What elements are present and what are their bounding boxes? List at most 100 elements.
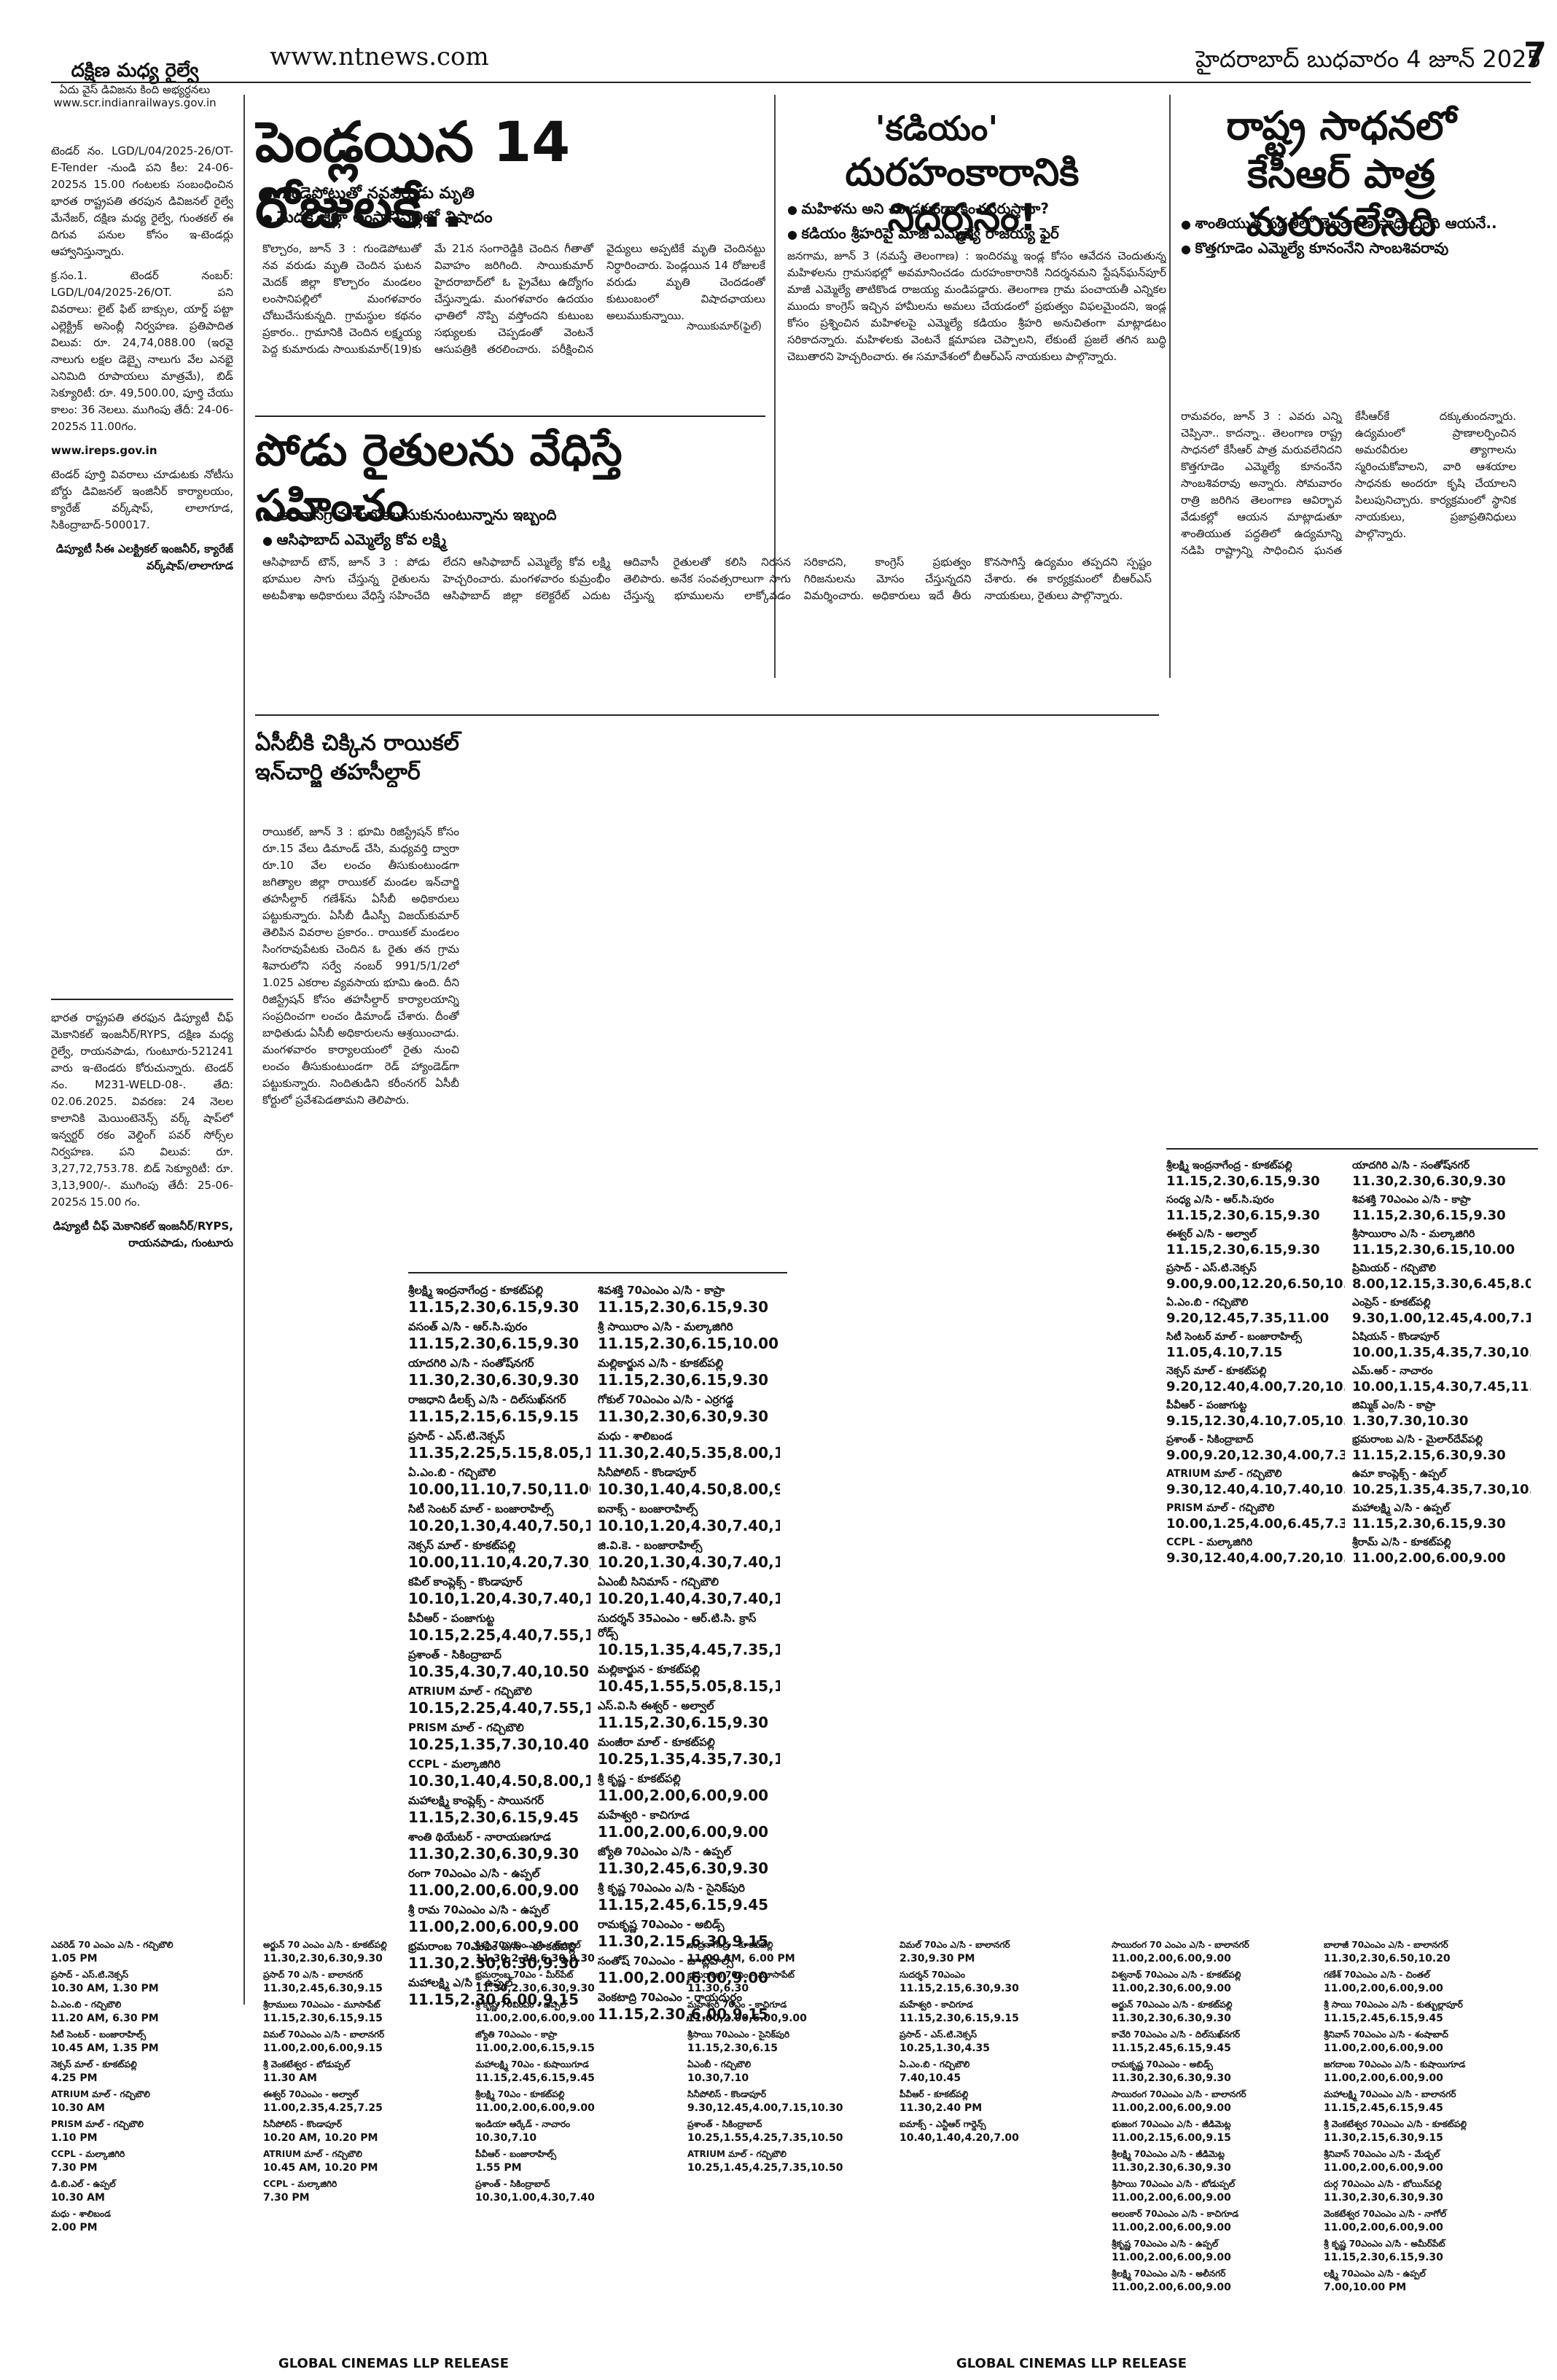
- listing-theatre: ప్రశాంత్ - సికింద్రాబాద్: [408, 1648, 502, 1661]
- listing-theatre: శ్రీ సాయి 70ఎంఎం ఎ/సి - కుత్బుల్లాపూర్: [1324, 1999, 1463, 2010]
- listing-showtimes: 11.15,2.45,6.15,9.45: [1112, 2042, 1231, 2054]
- listing-entry: శ్రీనివాస్ 70ఎంఎం ఎ/సి - శంషాబాద్11.00,2…: [1324, 2029, 1529, 2056]
- listing-theatre: PRISM మాల్ - గచ్చిబౌలి: [1166, 1502, 1275, 1514]
- tender-web[interactable]: www.ireps.gov.in: [51, 444, 157, 457]
- listing-entry: సుదర్శన్ 35ఎంఎం - ఆర్.టి.సి. క్రాస్ రోడ్…: [598, 1611, 780, 1659]
- listing-theatre: ఐనాక్స్ - బంజారాహిల్స్: [598, 1502, 698, 1515]
- listing-showtimes: 10.15,2.25,4.40,7.55,11.00: [408, 1699, 590, 1717]
- listing-entry: పీవీఆర్ - కూకట్‌పల్లి11.30,2.40 PM: [900, 2088, 1104, 2115]
- listing-entry: సిటీ సెంటర్ - బంజారాహిల్స్10.45 AM, 1.35…: [51, 2029, 256, 2056]
- listing-theatre: జగదాంబ 70ఎంఎం ఎ/సి - కుషాయిగూడ: [1324, 2059, 1466, 2069]
- listing-showtimes: 10.35,4.30,7.40,10.50: [408, 1663, 590, 1680]
- listing-showtimes: 2.30,9.30 PM: [900, 1953, 975, 1965]
- listing-showtimes: 11.00,2.00,6.00,9.00: [1112, 2222, 1231, 2233]
- story2-bullet2: కడియం శ్రీహరిపై మాజీ ఎమ్మెల్యే రాజయ్య ఫై…: [787, 222, 1152, 246]
- listing-theatre: ప్రశాంత్ - సికింద్రాబాద్: [475, 2179, 550, 2189]
- listing-theatre: శ్రీరాములు 70ఎంఎం - మూసాపేట్: [263, 1999, 381, 2010]
- listing-theatre: పీవీఆర్ - పంజాగుట్ట: [1166, 1400, 1247, 1411]
- listing-theatre: వెంకటాద్రి 70ఎంఎం - రాయదుర్గం: [598, 1991, 743, 2004]
- listing-showtimes: 10.20,1.30,4.40,7.50,11.00: [408, 1517, 590, 1534]
- site-url[interactable]: www.ntnews.com: [270, 42, 489, 71]
- listing-showtimes: 11.00,2.30,6.00,9.00: [1112, 1983, 1231, 1994]
- listing-showtimes: 11.30,2.30,6.30,9.30: [475, 1953, 595, 1965]
- logo-name: దక్షిణ మధ్య రైల్వే: [71, 60, 199, 82]
- tender-p1: టెండర్ నం. LGD/L/04/2025-26/OT-E-Tender …: [51, 144, 233, 258]
- listing-entry: వెంకటేశ్వర 70ఎంఎం ఎ/సి - నాగోల్11.00,2.0…: [1324, 2208, 1529, 2235]
- listing-theatre: పీవీఆర్ - కూకట్‌పల్లి: [900, 2089, 969, 2099]
- listing-theatre: మహాలక్ష్మి ఎ/సి - ఉప్పల్: [408, 1976, 513, 1989]
- listing-theatre: సుదర్శన్ 35ఎంఎం - ఆర్.టి.సి. క్రాస్ రోడ్…: [598, 1612, 757, 1639]
- listing-entry: సంధ్య ఎ/సి - ఆర్.సి.పురం11.15,2.30,6.15,…: [1166, 1193, 1345, 1225]
- listing-entry: మహాలక్ష్మి 70ఎంఎం ఎ/సి - బాలానగర్11.15,2…: [1324, 2088, 1529, 2115]
- listing-showtimes: 1.05 PM: [51, 1953, 98, 1965]
- listing-theatre: ఇంద్రనాగేంద్ర - కూకట్‌పల్లి: [687, 1940, 773, 1950]
- listing-showtimes: 9.30,12.40,4.10,7.40,10.50: [1166, 1482, 1345, 1497]
- listing-theatre: భ్రమరాంబ ఎ/సి - మైలార్‌దేవ్‌పల్లి: [1352, 1434, 1483, 1445]
- listing-entry: ఏఎంబీ - గచ్చిబౌలి10.30,7.10: [687, 2059, 892, 2086]
- listing-showtimes: 10.15,1.35,4.45,7.35,10.35: [598, 1641, 780, 1658]
- listing-showtimes: 11.15,2.30,6.15,9.30: [1166, 1208, 1320, 1223]
- story3-body: రామవరం, జూన్ 3 : ఎవరు ఎన్ని చెప్పినా.. క…: [1181, 410, 1516, 557]
- story3-bullets: శాంతియుత పద్ధతిలో తెలంగాణ సాధించింది ఆయన…: [1181, 211, 1502, 261]
- story4-body: ఆసిఫాబాద్ టౌన్, జూన్ 3 : పోడు భూముల సాగు…: [262, 555, 1152, 602]
- story4-bullet1: ఆదివాసీగ్రామాలలోకలుసుకునుంటున్నాను ఇబ్బం…: [262, 503, 773, 528]
- listing-theatre: మహాలక్ష్మి ఎ/సి - ఉప్పల్: [1352, 1502, 1450, 1514]
- listing-theatre: వెంకటేశ్వర 70ఎంఎం ఎ/సి - నాగోల్: [1324, 2209, 1447, 2219]
- listing-theatre: సిటీ సెంటర్ - బంజారాహిల్స్: [51, 2029, 147, 2040]
- listing-showtimes: 11.30,2.15,6.30,9.15: [1324, 2132, 1443, 2144]
- listing-theatre: ఏ.ఎం.బి - గచ్చిబౌలి: [408, 1466, 496, 1479]
- story1-bullet1: గుండెపోటుతో నవవరుడు మృతి: [262, 182, 744, 206]
- listing-showtimes: 10.40,1.40,4.20,7.00: [900, 2132, 1019, 2144]
- listing-theatre: శ్రీలక్ష్మి ఇంద్రనాగేంద్ర - కూకట్‌పల్లి: [1166, 1160, 1292, 1171]
- listing-theatre: యాదగిరి ఎ/సి - సంతోష్‌నగర్: [408, 1357, 534, 1370]
- listing-showtimes: 11.00,2.00,6.00,9.00: [475, 2013, 595, 2024]
- listing-theatre: ఏ.ఎం.బి - గచ్చిబౌలి: [1166, 1297, 1249, 1308]
- listing-showtimes: 11.15,2.30,6.15,9.30: [408, 1298, 580, 1316]
- listing-theatre: నెక్సస్ మాల్ - కూకట్‌పల్లి: [1166, 1365, 1267, 1377]
- listing-theatre: శ్రీనివాస్ 70ఎంఎం ఎ/సి - శంషాబాద్: [1324, 2029, 1449, 2040]
- listing-entry: నెక్సస్ మాల్ - కూకట్‌పల్లి9.20,12.40,4.0…: [1166, 1365, 1345, 1396]
- listing-showtimes: 11.00,2.00,6.00,9.00: [1324, 1983, 1443, 1994]
- listing-theatre: అర్జున్ 70ఎంఎం ఎ/సి - కూకట్‌పల్లి: [1112, 1999, 1233, 2010]
- listing-showtimes: 11.00,2.00,6.00,9.00: [1324, 2162, 1443, 2174]
- listing-showtimes: 9.00,9.20,12.30,4.00,7.30,10.50: [1166, 1448, 1345, 1463]
- listing-entry: రాజధాని డీలక్స్ ఎ/సి - దిల్‌సుఖ్‌నగర్11.…: [408, 1392, 590, 1426]
- story1-bullet2: మెదక్ జిల్లా లంసానిపల్లిలో విషాదం: [262, 206, 744, 230]
- listing-entry: డి.బి.ఎల్ - ఉప్పల్10.30 AM: [51, 2178, 256, 2205]
- tender-p3: టెండర్ పూర్తి వివరాలు చూడుటకు నోటీసు బోర…: [51, 468, 233, 531]
- listing-theatre: శివశక్తి 70ఎంఎం ఎ/సి - కాప్రా: [598, 1284, 725, 1297]
- listing-showtimes: 1.10 PM: [51, 2132, 98, 2144]
- story4-top-rule: [255, 415, 765, 417]
- listing-showtimes: 11.15,2.30,6.15,10.00: [598, 1335, 779, 1352]
- listing-entry: CCPL - మల్కాజిగిరి7.30 PM: [263, 2178, 468, 2205]
- listing-theatre: కావేరి 70ఎంఎం ఎ/సి - దిల్‌సుఖ్‌నగర్: [1112, 2029, 1241, 2040]
- listing-entry: శ్రీ వెంకటేశ్వర 70ఎంఎం ఎ/సి - కూకట్‌పల్ల…: [1324, 2118, 1529, 2145]
- listing-theatre: PRISM మాల్ - గచ్చిబౌలి: [51, 2119, 144, 2129]
- listing-theatre: శ్రీ కృష్ణ 70ఎంఎం ఎ/సి - సైనిక్‌పురి: [598, 1881, 745, 1895]
- story5-body: రాయికల్, జూన్ 3 : భూమి రిజిస్ట్రేషన్ కోస…: [262, 825, 459, 1107]
- listing-theatre: విమల్ 70ఎంఎం ఎ/సి - బాలానగర్: [263, 2029, 385, 2040]
- railway-logo: దక్షిణ మధ్య రైల్వే ఏదు వైస్‌ డివిజను కిం…: [51, 58, 219, 138]
- story5-headline: ఏసీబీకి చిక్కిన రాయికల్ ఇన్‌చార్జి తహసీల…: [255, 730, 459, 785]
- listing-showtimes: 11.15,2.30,6.15,9.30: [598, 1714, 769, 1731]
- listing-entry: మల్లికార్జున - కూకట్‌పల్లి10.45,1.55,5.0…: [598, 1662, 780, 1696]
- listing-showtimes: 11.15,2.30,6.15,10.00: [1352, 1242, 1515, 1257]
- listing-showtimes: 11.15,2.30,6.15,9.30: [598, 1298, 769, 1316]
- listing-showtimes: 10.25,1.35,4.35,7.30,10.35: [1352, 1482, 1531, 1497]
- listing-entry: ఏషియన్ - కొండాపూర్10.00,1.35,4.35,7.30,1…: [1352, 1330, 1531, 1362]
- listing-entry: శ్రీ కృష్ణ - కూకట్‌పల్లి11.00,2.00,6.00,…: [598, 1771, 780, 1805]
- page-number: 7: [1523, 35, 1548, 74]
- listing-entry: ఐనాక్స్ - బంజారాహిల్స్10.10,1.20,4.30,7.…: [598, 1502, 780, 1535]
- listing-entry: ఏ.ఎం.బి - గచ్చిబౌలి10.00,11.10,7.50,11.0…: [408, 1465, 590, 1499]
- listing-entry: యాదగిరి ఎ/సి - సంతోష్‌నగర్11.30,2.30,6.3…: [408, 1356, 590, 1389]
- listing-showtimes: 11.00,2.00,6.00,9.00: [1112, 2102, 1231, 2114]
- listing-theatre: సాయిరంగ 70ఎంఎం ఎ/సి - బాలానగర్: [1112, 2089, 1246, 2099]
- listing-theatre: శ్రీసాయి 70ఎంఎం - సైనిక్‌పురి: [687, 2029, 790, 2040]
- listing-theatre: మహాలక్ష్మి 70ఎంఎం ఎ/సి - బాలానగర్: [1324, 2089, 1456, 2099]
- listing-showtimes: 11.30,2.30,6.50,10.20: [1324, 1953, 1451, 1965]
